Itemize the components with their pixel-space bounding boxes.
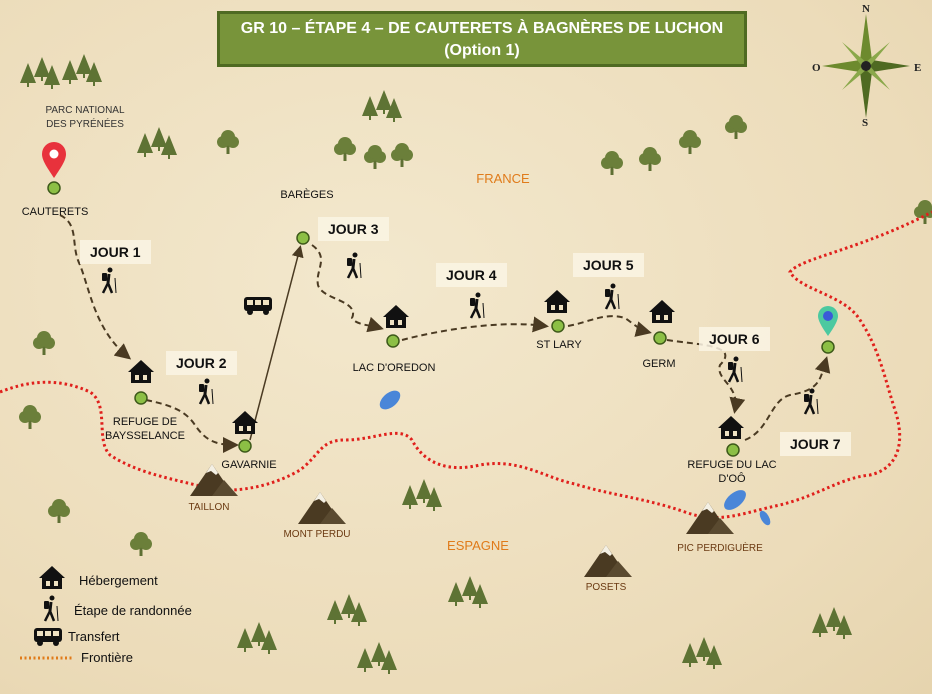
lodging-icon xyxy=(718,416,744,439)
lodging-icon xyxy=(649,300,675,323)
bus-icon xyxy=(244,297,272,315)
lodging-icon xyxy=(232,411,258,434)
lodging-icon xyxy=(128,360,154,383)
hiker-icon xyxy=(603,282,621,311)
place-gavarnie: GAVARNIE xyxy=(221,459,277,471)
mountain-mont-perdu: MONT PERDU xyxy=(283,529,351,540)
day-label-2: JOUR 2 xyxy=(166,351,237,375)
place-bareges: BARÈGES xyxy=(280,189,334,201)
compass-rose-icon xyxy=(822,14,910,118)
hiker-icon xyxy=(345,251,363,280)
day-label-4: JOUR 4 xyxy=(436,263,507,287)
compass-n: N xyxy=(862,3,870,15)
mountain-taillon: TAILLON xyxy=(188,502,230,513)
compass-e: E xyxy=(914,62,922,74)
day-label-7: JOUR 7 xyxy=(780,432,851,456)
end-pin-icon xyxy=(818,306,838,336)
legend-hike: Étape de randonnée xyxy=(74,603,192,618)
hiker-icon xyxy=(100,266,118,295)
mountain-posets: POSETS xyxy=(585,582,627,593)
hiker-icon xyxy=(468,291,486,320)
place-oo: REFUGE DU LAC D'OÔ xyxy=(687,459,777,485)
hiker-icon xyxy=(802,387,820,416)
place-baysselance: REFUGE DE BAYSSELANCE xyxy=(105,416,185,442)
lake-icon xyxy=(724,490,746,510)
day-label-6: JOUR 6 xyxy=(699,327,770,351)
transfer-route xyxy=(249,245,304,441)
lodging-icon xyxy=(383,305,409,328)
title-line2: (Option 1) xyxy=(444,42,520,59)
place-cauterets: CAUTERETS xyxy=(21,206,89,218)
france-label: FRANCE xyxy=(476,171,530,186)
day-label-1: JOUR 1 xyxy=(80,240,151,264)
title-line1: GR 10 – ÉTAPE 4 – DE CAUTERETS À BAGNÈRE… xyxy=(240,20,724,37)
legend-hike-icon xyxy=(42,594,60,623)
map-title: GR 10 – ÉTAPE 4 – DE CAUTERETS À BAGNÈRE… xyxy=(217,11,747,67)
mountain-icon xyxy=(584,545,632,577)
espagne-label: ESPAGNE xyxy=(447,538,509,553)
hiker-icon xyxy=(197,377,215,406)
mountain-perdiguere: PIC PERDIGUÈRE xyxy=(677,543,763,554)
compass-s: S xyxy=(862,117,869,129)
mountain-icon xyxy=(298,492,346,524)
day-label-5: JOUR 5 xyxy=(573,253,644,277)
legend-bus-icon xyxy=(34,628,62,646)
place-st-lary: ST LARY xyxy=(536,339,582,351)
lake-icon xyxy=(759,510,771,526)
legend-lodging: Hébergement xyxy=(79,573,158,588)
stop-dots xyxy=(47,181,835,457)
place-germ: GERM xyxy=(642,358,676,370)
compass-o: O xyxy=(812,62,821,74)
park-label: PARC NATIONAL DES PYRÉNÉES xyxy=(45,105,125,130)
lodging-icon xyxy=(544,290,570,313)
legend-border: Frontière xyxy=(81,650,134,665)
legend-transfer: Transfert xyxy=(68,629,120,644)
day-label-3: JOUR 3 xyxy=(318,217,389,241)
route xyxy=(59,214,831,453)
lake-icon xyxy=(379,390,401,410)
border-line xyxy=(0,210,932,519)
start-pin-icon xyxy=(42,142,66,178)
place-oredon: LAC D'OREDON xyxy=(352,362,436,374)
hiker-icon xyxy=(726,355,744,384)
legend-lodging-icon xyxy=(39,566,65,589)
